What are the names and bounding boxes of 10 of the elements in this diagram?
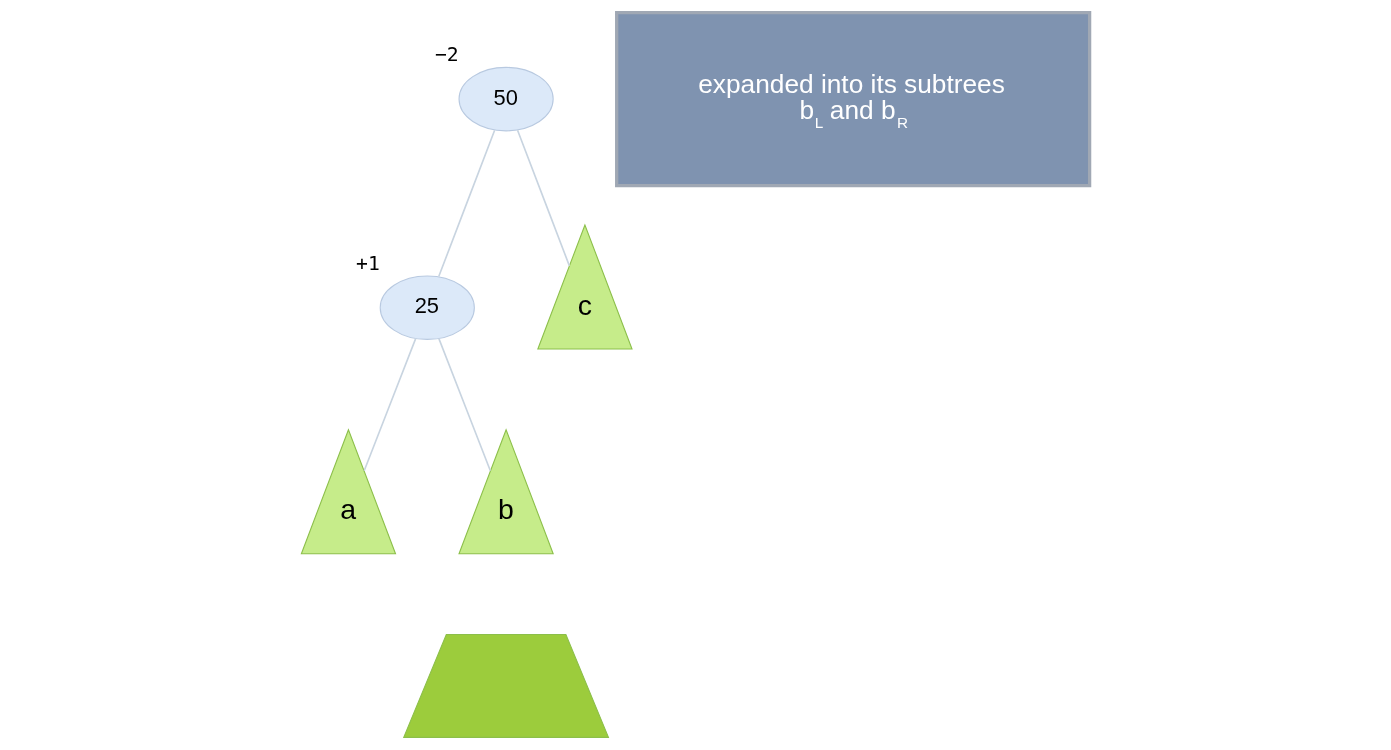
node-ellipse: 50 [458,66,554,132]
node-label: −2 [434,43,459,67]
node-ellipse: 25 [379,275,475,340]
node-label: +1 [356,251,380,275]
connector [363,337,417,472]
connector [516,129,571,267]
connector [437,129,496,278]
node-trapezoid [402,633,610,738]
node-box: expanded into its subtrees b$_{L}$ and b$_{R}$ [615,11,1092,188]
connector [438,337,492,472]
